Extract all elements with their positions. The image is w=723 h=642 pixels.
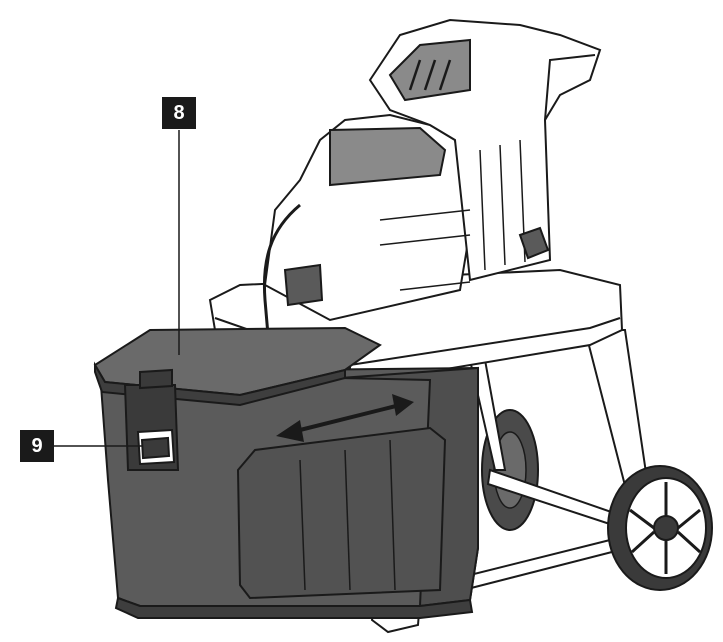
shredder-body [208,18,624,387]
lid-latch [123,368,180,471]
callout-label-9: 9 [20,430,54,462]
slide-direction-arrow [276,394,414,442]
front-wheel [607,465,713,591]
callout-label-8: 8 [162,97,196,129]
collection-box [93,326,479,619]
